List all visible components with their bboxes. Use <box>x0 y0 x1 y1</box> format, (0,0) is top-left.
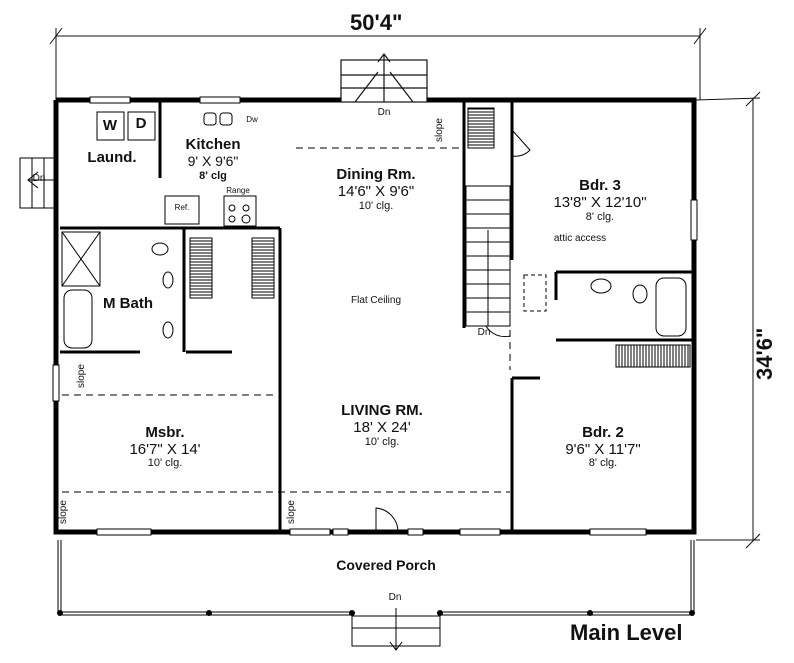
bedroom-2-label: Bdr. 2 <box>582 424 624 441</box>
bedroom-2-ceiling: 8' clg. <box>588 457 618 469</box>
refrigerator-label: Ref. <box>174 203 190 212</box>
dining-room-size: 14'6" X 9'6" <box>337 183 415 200</box>
living-room-label: LIVING RM. <box>341 402 423 419</box>
porch-stair-down-label: Dn <box>388 592 402 603</box>
slope-label-living: slope <box>286 500 297 524</box>
overall-width-label: 50'4" <box>350 10 403 35</box>
master-bedroom-size: 16'7" X 14' <box>129 441 201 458</box>
interior-stair-down-label: Dn <box>477 327 491 338</box>
laundry-label: Laund. <box>87 149 137 166</box>
appliances <box>96 111 257 227</box>
rear-steps <box>340 53 428 103</box>
living-room-size: 18' X 24' <box>353 419 411 436</box>
windows <box>52 96 698 536</box>
bedroom-3-label: Bdr. 3 <box>579 177 621 194</box>
side-steps <box>19 157 57 209</box>
width-dimension-line <box>49 27 707 100</box>
porch-posts <box>57 610 695 616</box>
dining-room-label: Dining Rm. <box>336 166 416 183</box>
covered-porch-railing <box>57 540 695 651</box>
slope-label-msbr-top: slope <box>76 364 87 388</box>
depth-dimension-line <box>695 91 761 549</box>
slope-label-msbr-bottom: slope <box>58 500 69 524</box>
bath-fixtures <box>61 231 687 349</box>
slope-label-dining: slope <box>434 118 445 142</box>
bedroom-3-size: 13'8" X 12'10" <box>553 194 647 211</box>
covered-porch-label: Covered Porch <box>336 557 436 573</box>
dining-room-ceiling: 10' clg. <box>358 200 394 212</box>
bedroom-2-size: 9'6" X 11'7" <box>565 441 641 458</box>
kitchen-label: Kitchen <box>185 136 241 153</box>
washer-label: W <box>102 117 118 134</box>
closet-shelving <box>189 107 691 368</box>
master-bedroom-label: Msbr. <box>145 424 185 441</box>
interior-stairway <box>465 185 511 327</box>
plan-title: Main Level <box>570 620 683 645</box>
rear-stair-down-label: Dn <box>377 107 391 118</box>
kitchen-ceiling: 8' clg <box>199 170 227 182</box>
master-bedroom-ceiling: 10' clg. <box>147 457 183 469</box>
interior-walls <box>60 100 694 532</box>
kitchen-size: 9' X 9'6" <box>187 153 239 169</box>
flat-ceiling-label: Flat Ceiling <box>350 295 402 306</box>
master-bath-label: M Bath <box>103 295 153 312</box>
dryer-label: D <box>135 115 147 132</box>
ceiling-break-lines <box>62 147 511 493</box>
attic-access-label: attic access <box>553 233 607 244</box>
overall-depth-label: 34'6" <box>752 327 777 380</box>
door-swings <box>375 129 531 533</box>
dishwasher-label: Dw <box>246 115 258 124</box>
living-room-ceiling: 10' clg. <box>364 436 400 448</box>
bedroom-3-ceiling: 8' clg. <box>585 211 615 223</box>
side-stair-down-label: Dn <box>32 173 46 184</box>
range-label: Range <box>226 186 250 195</box>
